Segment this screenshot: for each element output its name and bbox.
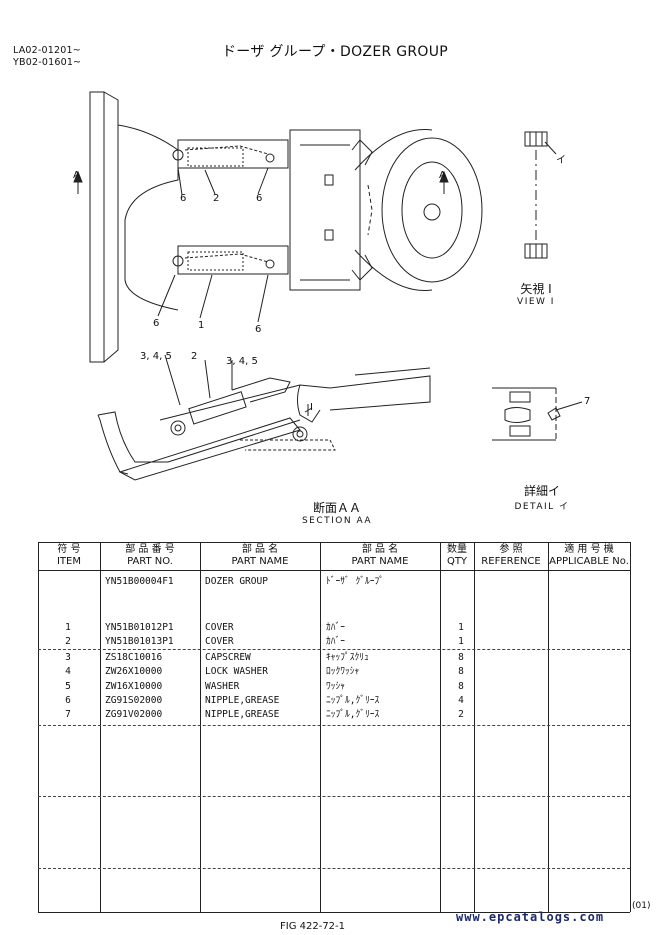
callout-6c: 6	[153, 318, 160, 329]
row5-qty: 8	[458, 681, 464, 692]
callout-6d: 6	[255, 324, 262, 335]
side-frame-upper	[159, 375, 431, 421]
detail-caption-en: DETAIL イ	[514, 502, 570, 512]
row6-qty: 4	[458, 695, 464, 706]
row6-item: 6	[65, 695, 71, 706]
row7-qty: 2	[458, 709, 464, 720]
row0-part-no: YN51B00004F1	[105, 576, 174, 587]
blade-face	[103, 91, 119, 363]
section-caption-en: SECTION AA	[301, 516, 373, 526]
row1-part-name-jp: ｶﾊﾞｰ	[326, 622, 346, 633]
view-marker: I	[310, 402, 313, 413]
view-i-callout: イ	[556, 155, 566, 166]
callout-345-right: 3, 4, 5	[226, 356, 258, 367]
page-number: (01)	[632, 901, 651, 911]
section-caption-jp: 断面ＡＡ	[312, 501, 361, 515]
row6-part-name-jp: ﾆｯﾌﾟﾙ,ｸﾞﾘｰｽ	[326, 695, 380, 706]
row2-part-no: YN51B01013P1	[105, 636, 174, 647]
blade-edge	[89, 91, 105, 363]
row6-part-name: NIPPLE,GREASE	[205, 695, 280, 706]
row3-qty: 8	[458, 652, 464, 663]
row7-part-no: ZG91V02000	[105, 709, 163, 720]
track-frame	[289, 129, 361, 291]
serial-range-2: YB02-01601~	[13, 57, 82, 68]
section-marker-right: A	[439, 170, 446, 181]
row4-part-name: LOCK WASHER	[205, 666, 268, 677]
row4-qty: 8	[458, 666, 464, 677]
callout-2-top: 2	[213, 193, 220, 204]
side-cylinder	[188, 391, 247, 425]
row4-part-no: ZW26X10000	[105, 666, 163, 677]
view-caption-jp: 矢視 I	[520, 282, 552, 296]
frame-arm-left	[117, 124, 179, 311]
row6-part-no: ZG91S02000	[105, 695, 163, 706]
row5-item: 5	[65, 681, 71, 692]
upper-arm	[177, 139, 289, 169]
callout-6a: 6	[180, 193, 187, 204]
row3-item: 3	[65, 652, 71, 663]
row5-part-name: WASHER	[205, 681, 240, 692]
row7-part-name-jp: ﾆｯﾌﾟﾙ,ｸﾞﾘｰｽ	[326, 709, 380, 720]
callout-345-left: 3, 4, 5	[140, 351, 172, 362]
detail-caption-jp: 詳細イ	[523, 484, 560, 498]
section-marker-left: A	[73, 170, 80, 181]
row7-item: 7	[65, 709, 71, 720]
row3-part-no: ZS18C10016	[105, 652, 163, 663]
row3-part-name: CAPSCREW	[205, 652, 251, 663]
row1-part-name: COVER	[205, 622, 234, 633]
row5-part-name-jp: ﾜｯｼｬ	[326, 681, 346, 692]
row5-part-no: ZW16X10000	[105, 681, 163, 692]
lower-arm	[177, 245, 289, 275]
callout-1-top: 1	[198, 320, 205, 331]
row2-part-name: COVER	[205, 636, 234, 647]
row2-part-name-jp: ｶﾊﾞｰ	[326, 636, 346, 647]
side-blade	[97, 411, 168, 463]
row7-part-name: NIPPLE,GREASE	[205, 709, 280, 720]
page-title: ドーザ グループ・DOZER GROUP	[222, 44, 449, 60]
row2-qty: 1	[458, 636, 464, 647]
callout-7: 7	[584, 396, 591, 407]
figure-number: FIG 422-72-1	[280, 921, 346, 932]
row1-part-no: YN51B01012P1	[105, 622, 174, 633]
row1-qty: 1	[458, 622, 464, 633]
callout-2-side: 2	[191, 351, 198, 362]
serial-range-1: LA02-01201~	[13, 45, 81, 56]
row2-item: 2	[65, 636, 71, 647]
row0-part-name-jp: ﾄﾞｰｻﾞ ｸﾞﾙｰﾌﾟ	[326, 576, 384, 587]
row4-part-name-jp: ﾛｯｸﾜｯｼｬ	[326, 666, 360, 677]
callout-6b: 6	[256, 193, 263, 204]
side-frame-lower	[118, 417, 301, 481]
dozer-drawing	[73, 91, 583, 481]
row4-item: 4	[65, 666, 71, 677]
view-caption-en: VIEW I	[517, 297, 555, 307]
row0-part-name: DOZER GROUP	[205, 576, 268, 587]
watermark: www.epcatalogs.com	[456, 910, 605, 924]
row3-part-name-jp: ｷｬｯﾌﾟｽｸﾘｭ	[326, 652, 369, 663]
row1-item: 1	[65, 622, 71, 633]
